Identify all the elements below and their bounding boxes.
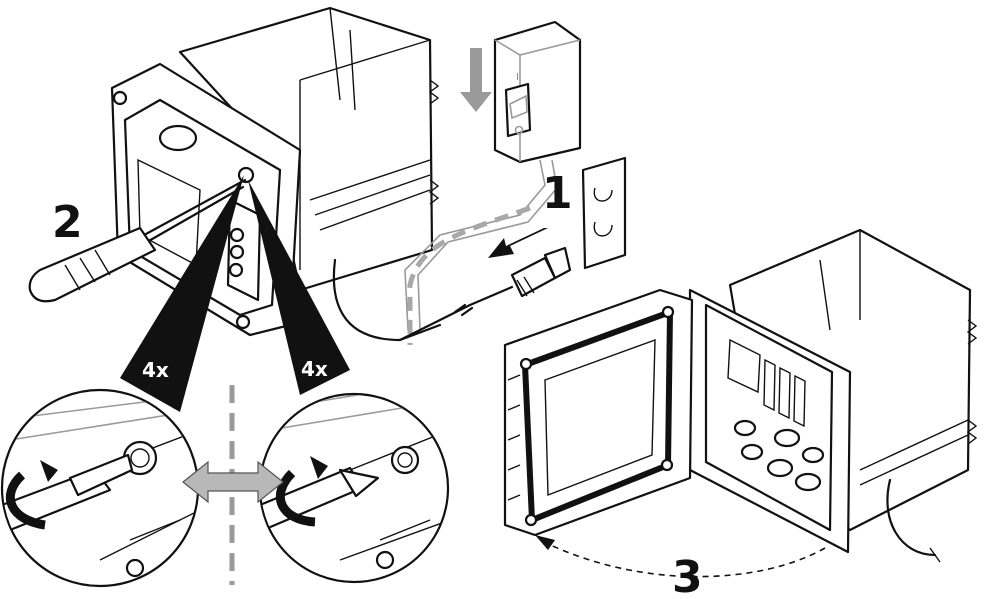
step-1-label: 1 bbox=[542, 168, 573, 219]
switch-mark: I bbox=[516, 72, 519, 83]
right-enclosure bbox=[503, 228, 978, 563]
power-cord bbox=[398, 246, 572, 342]
callout-label-right: 4x bbox=[301, 357, 328, 381]
unplug-arrow-icon bbox=[488, 228, 548, 258]
detail-circle-left bbox=[0, 388, 200, 588]
callout-wedges bbox=[120, 175, 350, 412]
step-3-label: 3 bbox=[672, 552, 703, 599]
power-switch: I bbox=[404, 20, 582, 331]
wall-outlet bbox=[581, 156, 627, 270]
dashed-cable bbox=[407, 205, 531, 345]
down-arrow-icon bbox=[460, 48, 492, 112]
arc-arrowhead-icon bbox=[535, 535, 555, 550]
step-2-label: 2 bbox=[52, 197, 83, 248]
door-swing-arc bbox=[539, 539, 826, 578]
callout-label-left: 4x bbox=[142, 358, 169, 382]
screwdriver-icon bbox=[28, 178, 247, 303]
detail-circle-right bbox=[258, 392, 450, 584]
double-arrow-icon bbox=[182, 460, 284, 504]
